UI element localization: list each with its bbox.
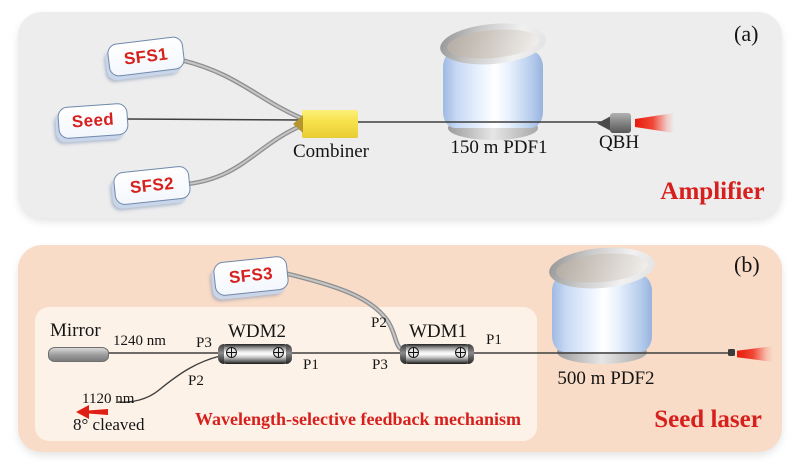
wdm1-port-p1-label: P1 [486, 332, 502, 348]
fiber-spool-pdf2 [547, 243, 657, 364]
sfs1-label: SFS1 [122, 43, 169, 69]
screw-icon [273, 347, 284, 358]
wdm1-port-p2-label: P2 [371, 315, 387, 331]
panel-b-tag: (b) [734, 252, 760, 277]
screw-icon [455, 347, 466, 358]
combiner-label: Combiner [293, 141, 369, 162]
amplifier-title: Amplifier [660, 178, 765, 205]
screw-icon [226, 347, 237, 358]
wdm1-label: WDM1 [408, 321, 468, 342]
pdf2-spool-label: 500 m PDF2 [557, 368, 655, 389]
wdm1-port-p3-label: P3 [372, 357, 388, 373]
sfs3-label: SFS3 [228, 263, 274, 288]
pump-combiner [293, 110, 358, 138]
qbh-connector-body [610, 113, 631, 133]
seed-source: Seed [56, 102, 130, 140]
panel-a-tag: (a) [734, 21, 759, 46]
fiber-spool-pdf1 [438, 19, 548, 140]
wdm2-label: WDM2 [227, 321, 287, 342]
wdm2-port-p3-label: P3 [196, 335, 212, 351]
wdm2-component [218, 344, 292, 364]
wdm2-port-p1-label: P1 [303, 357, 319, 373]
screw-icon [408, 347, 419, 358]
qbh-label: QBH [598, 132, 640, 153]
seed-output-beam [737, 346, 773, 362]
amplifier-output-beam [635, 113, 674, 133]
reflected-wavelength-label: 1240 nm [113, 333, 166, 349]
pdf1-spool-label: 150 m PDF1 [450, 137, 548, 158]
mirror [48, 347, 109, 362]
sfs2-label: SFS2 [129, 173, 175, 197]
mirror-label: Mirror [50, 320, 101, 341]
cleave-angle-label: 8° cleaved [73, 415, 145, 434]
seed-laser-title: Seed laser [654, 406, 762, 433]
output-wavelength-label: 1120 nm [82, 391, 135, 407]
seed-label: Seed [71, 109, 115, 132]
feedback-mechanism-caption: Wavelength-selective feedback mechanism [195, 409, 521, 429]
wdm2-port-p2-label: P2 [188, 373, 204, 389]
wdm1-component [400, 344, 474, 364]
